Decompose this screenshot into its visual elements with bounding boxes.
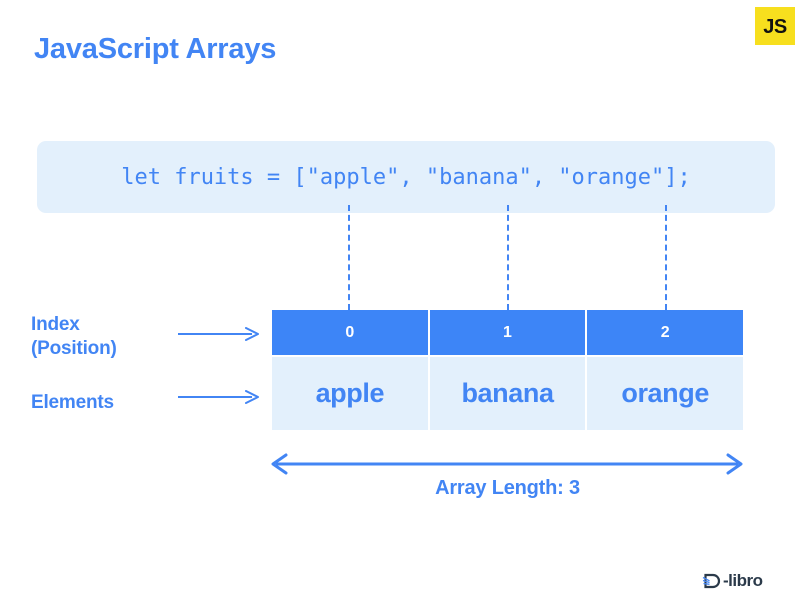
footer-logo: -libro [702,571,763,591]
connector-line-index-1 [507,205,509,310]
libro-logo-icon [702,573,721,589]
array-index-cell: 0 [272,310,428,355]
js-badge-label: JS [763,15,787,38]
code-block: let fruits = ["apple", "banana", "orange… [37,141,775,213]
connector-line-index-0 [348,205,350,310]
index-label-line2: (Position) [31,337,117,359]
array-element-cell: orange [587,357,744,430]
index-arrow-icon [178,327,259,341]
array-element-cell: apple [272,357,428,430]
elements-label: Elements [31,392,114,413]
index-label-line1: Index [31,314,80,335]
array-diagram-table: 0 1 2 apple banana orange [272,310,744,430]
code-snippet-text: let fruits = ["apple", "banana", "orange… [121,164,691,190]
elements-arrow-icon [178,390,259,404]
array-elements-row: apple banana orange [272,357,744,430]
array-index-cell: 1 [429,310,586,355]
footer-logo-text: -libro [723,571,763,590]
index-label: Index (Position) [31,313,117,361]
array-length-arrow-icon [271,453,743,475]
connector-line-index-2 [665,205,667,310]
array-length-label: Array Length: 3 [435,477,580,499]
array-element-cell: banana [429,357,586,430]
page-title: JavaScript Arrays [34,33,277,65]
array-index-row: 0 1 2 [272,310,744,355]
javascript-logo-badge: JS [755,7,795,45]
array-index-cell: 2 [587,310,744,355]
